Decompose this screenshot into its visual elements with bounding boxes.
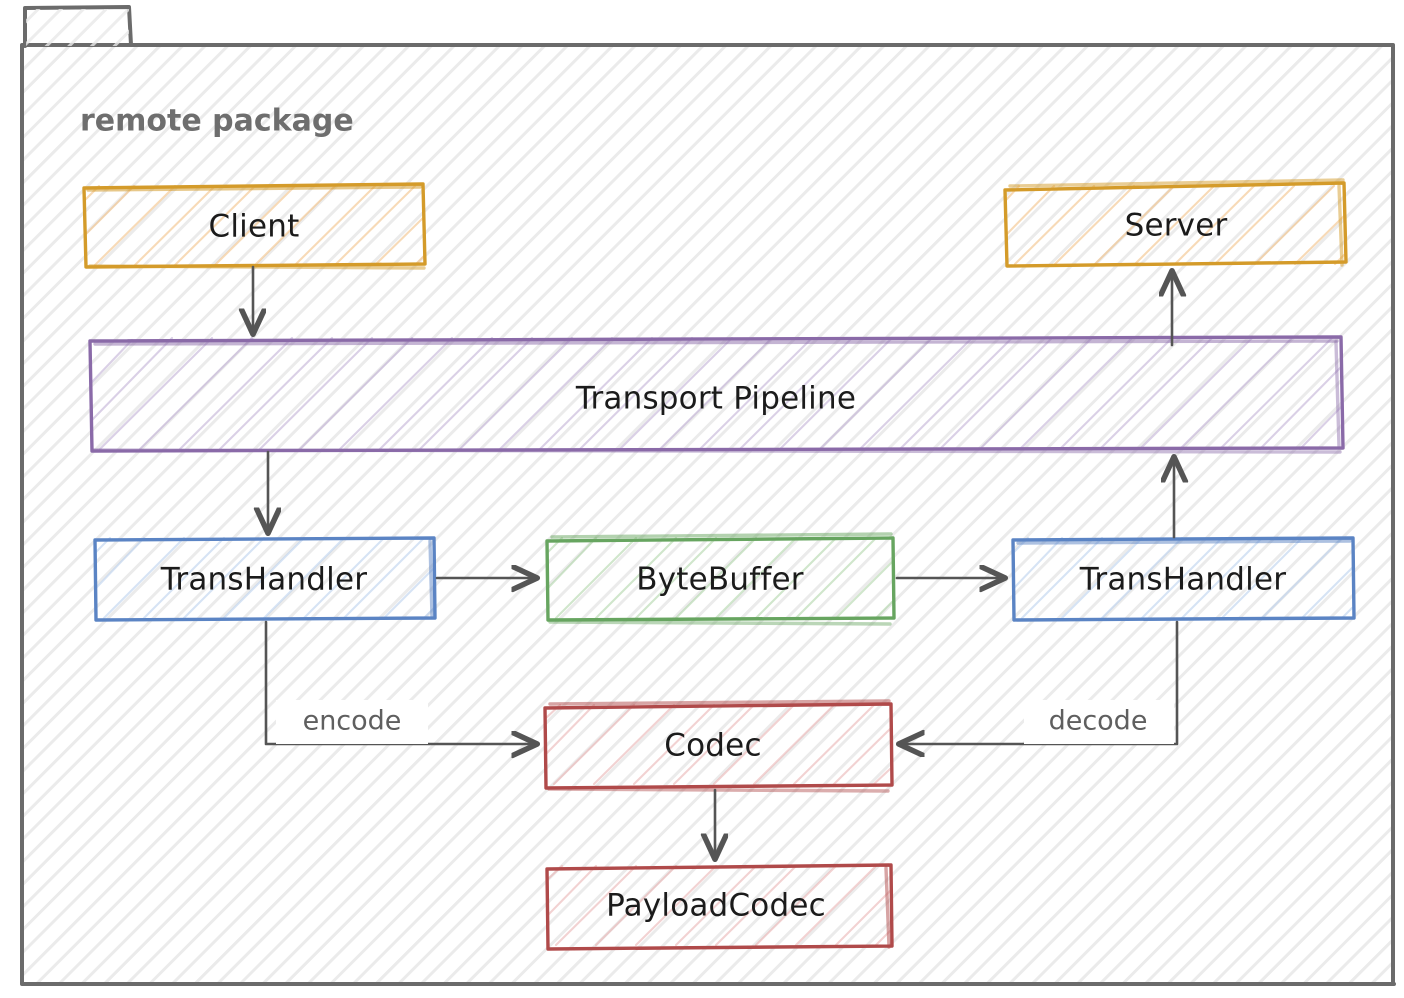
- server-border-sketch2: [1337, 184, 1344, 267]
- transhandler1-label: TransHandler: [160, 562, 367, 598]
- codec-fill: [544, 703, 892, 786]
- payloadcodec-border-sketch: [884, 866, 891, 949]
- bytebuffer-border: [545, 536, 896, 622]
- server-border: [1003, 181, 1348, 268]
- node-bytebuffer[interactable]: ByteBuffer: [545, 532, 896, 626]
- edge-label-decode-group: decode: [1024, 700, 1174, 744]
- codec-border-sketch: [548, 699, 891, 706]
- node-transport-pipeline[interactable]: Transport Pipeline: [88, 335, 1345, 454]
- client-border-sketch2: [88, 264, 426, 270]
- package-title: remote package: [80, 104, 354, 139]
- transhandler1-border: [93, 536, 437, 622]
- node-transhandler-right[interactable]: TransHandler: [1011, 536, 1356, 622]
- pipeline-label: Transport Pipeline: [575, 381, 856, 417]
- encode-label-bg: [276, 700, 428, 744]
- client-border-sketch: [86, 185, 422, 192]
- edge-label-encode-group: encode: [276, 700, 428, 744]
- codec-border-sketch2: [547, 787, 890, 793]
- node-transhandler-left[interactable]: TransHandler: [93, 536, 437, 622]
- bytebuffer-fill: [546, 536, 894, 620]
- payloadcodec-fill: [546, 864, 892, 947]
- decode-label-bg: [1024, 700, 1174, 744]
- package-frame: [20, 5, 1396, 986]
- transhandler2-fill: [1012, 536, 1354, 620]
- transhandler2-border: [1011, 536, 1356, 622]
- pipeline-border-sketch2: [92, 448, 1342, 454]
- pipeline-fill: [90, 336, 1344, 451]
- codec-border: [543, 702, 894, 790]
- transhandler1-border-sketch: [428, 539, 434, 619]
- client-label: Client: [209, 209, 300, 245]
- node-client[interactable]: Client: [82, 182, 427, 270]
- bytebuffer-border-sketch: [550, 532, 893, 539]
- edge-transhandler-right-to-codec: [900, 620, 1179, 744]
- payloadcodec-border: [545, 863, 894, 951]
- edge-label-encode: encode: [303, 706, 402, 737]
- server-fill: [1004, 184, 1346, 266]
- node-codec[interactable]: Codec: [543, 699, 894, 793]
- node-server[interactable]: Server: [1003, 178, 1348, 268]
- codec-label: Codec: [664, 728, 761, 764]
- payloadcodec-label: PayloadCodec: [606, 888, 826, 924]
- node-payloadcodec[interactable]: PayloadCodec: [545, 863, 894, 951]
- transhandler2-label: TransHandler: [1079, 562, 1286, 598]
- edges-layer: [253, 265, 1179, 858]
- server-label: Server: [1125, 208, 1228, 244]
- transhandler2-border-sketch: [1016, 539, 1352, 545]
- server-border-sketch: [1008, 178, 1345, 188]
- client-border: [82, 182, 427, 269]
- bytebuffer-border-sketch2: [548, 620, 892, 626]
- edge-label-decode: decode: [1049, 706, 1148, 737]
- transhandler1-fill: [94, 536, 436, 620]
- pipeline-border-sketch: [93, 339, 1339, 346]
- pipeline-border: [88, 335, 1345, 453]
- bytebuffer-label: ByteBuffer: [636, 562, 803, 598]
- pipeline-border-sketch3: [1334, 340, 1341, 449]
- edge-transhandler-left-to-codec: [264, 620, 536, 744]
